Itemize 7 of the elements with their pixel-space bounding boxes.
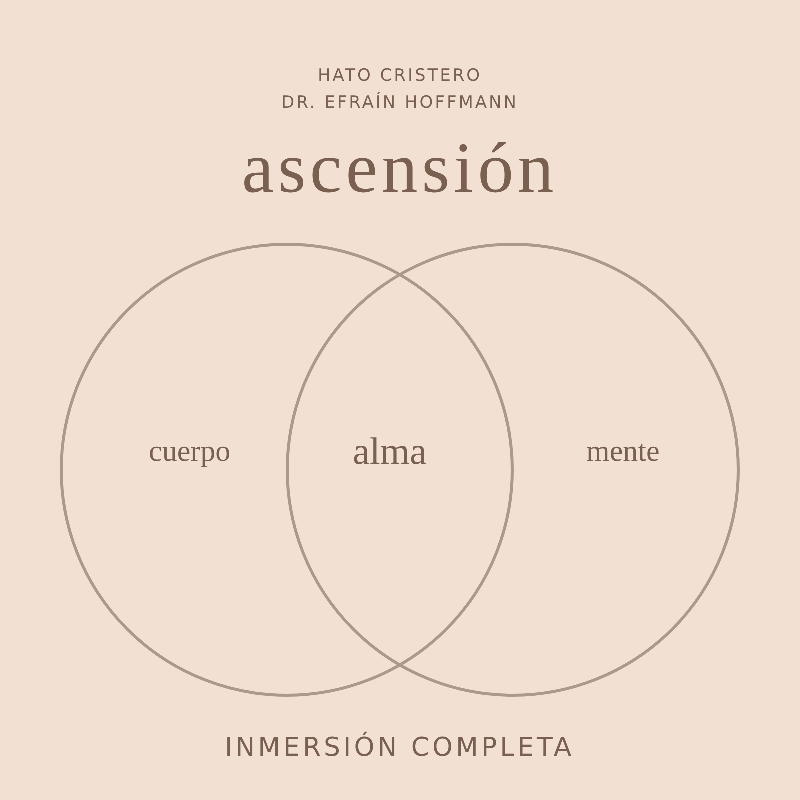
subtitle-text: HATO CRISTERO: [318, 66, 482, 86]
caption: INMERSIÓN COMPLETA: [225, 733, 575, 763]
circle-label: cuerpo: [149, 435, 231, 469]
subtitle-text: DR. EFRAÍN HOFFMANN: [282, 93, 518, 113]
title: ascensión: [242, 126, 558, 210]
overlap-label: alma: [353, 430, 427, 474]
circle-label: mente: [586, 435, 660, 469]
